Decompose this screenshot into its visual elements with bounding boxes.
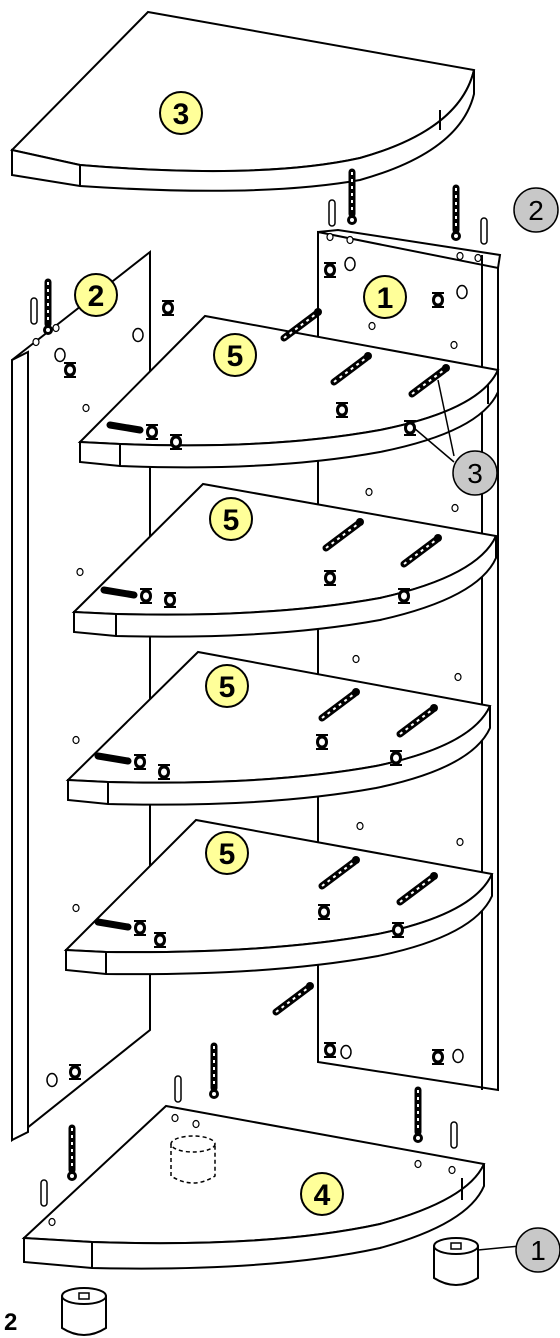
callout-cam-lock: 3: [452, 450, 498, 496]
label-right-side-panel: 1: [363, 275, 407, 319]
shelf-4: [63, 818, 494, 976]
label-shelf-4: 5: [205, 831, 249, 875]
svg-text:1: 1: [530, 1235, 546, 1266]
svg-text:4: 4: [314, 1179, 331, 1212]
foot-left: [61, 1287, 107, 1336]
label-shelf-2: 5: [209, 497, 253, 541]
foot-right: [433, 1237, 479, 1286]
callout-dowel: 2: [513, 187, 559, 233]
top-panel: [10, 10, 476, 192]
shelf-1: [77, 314, 500, 469]
svg-text:2: 2: [528, 195, 544, 226]
label-top-panel: 3: [159, 91, 203, 135]
label-left-side-panel: 2: [74, 273, 118, 317]
shelf-2: [71, 482, 498, 638]
svg-text:5: 5: [219, 838, 236, 871]
bottom-panel: [21, 1104, 486, 1270]
svg-text:5: 5: [223, 504, 240, 537]
svg-text:3: 3: [173, 98, 190, 131]
callout-foot: 1: [515, 1227, 560, 1273]
svg-text:5: 5: [227, 340, 244, 373]
label-bottom-panel: 4: [300, 1172, 344, 1216]
shelf-hardware: [94, 308, 450, 1012]
callout-leaders: [413, 379, 521, 1251]
left-side-panel: [11, 249, 151, 1143]
svg-text:2: 2: [88, 280, 105, 313]
svg-text:3: 3: [467, 458, 483, 489]
label-shelf-1: 5: [213, 333, 257, 377]
shelf-3: [65, 650, 492, 806]
label-shelf-3: 5: [205, 664, 249, 708]
page-number: 2: [4, 1309, 17, 1336]
svg-text:1: 1: [377, 282, 394, 315]
svg-text:5: 5: [219, 671, 236, 704]
